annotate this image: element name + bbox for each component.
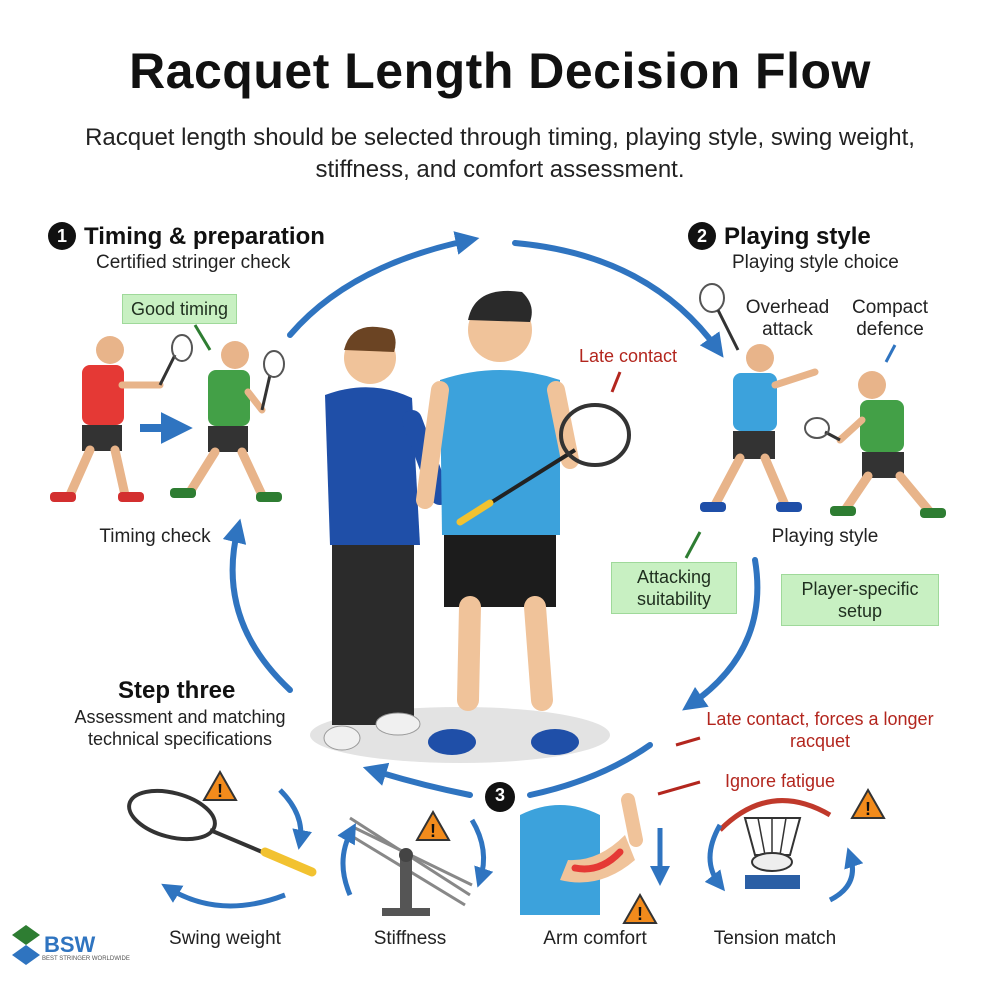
shuttlecock-icon xyxy=(743,817,802,889)
compact-defence-label: Compact defence xyxy=(851,297,929,340)
step-3-badge xyxy=(485,782,515,812)
warning-triangle-icon-3: ! xyxy=(622,892,658,924)
arm-comfort-icon xyxy=(520,793,643,915)
swing-arrow-2 xyxy=(161,883,286,909)
page-title: Racquet Length Decision Flow xyxy=(129,43,871,99)
tension-match-label: Tension match xyxy=(713,928,837,949)
late-longer-pointer xyxy=(675,736,701,747)
compact-pointer xyxy=(884,344,897,363)
step-1-number: 1 xyxy=(48,222,76,250)
logo-text: BSW xyxy=(44,932,96,957)
cycle-arrow-top-right xyxy=(512,240,724,358)
overhead-attack-label: Overhead attack xyxy=(745,297,830,340)
player-specific-setup-tag: Player-specific setup xyxy=(781,574,939,626)
player-green xyxy=(170,341,285,502)
attacking-suitability-tag: Attacking suitability xyxy=(611,562,737,614)
logo-mark-icon xyxy=(12,925,40,965)
swing-weight-label: Swing weight xyxy=(169,928,281,949)
coach-figure xyxy=(323,326,450,751)
late-contact-pointer xyxy=(610,371,622,393)
step-3-number: 3 xyxy=(494,785,505,805)
swing-arrow-1 xyxy=(278,788,313,850)
player-overhead xyxy=(699,283,819,512)
cycle-arrow-right xyxy=(682,557,761,711)
attacking-pointer xyxy=(684,531,702,559)
step-2-subtitle: Playing style choice xyxy=(732,252,899,273)
arm-comfort-label: Arm comfort xyxy=(543,928,647,949)
step-2-number: 2 xyxy=(688,222,716,250)
warning-triangle-icon-2: ! xyxy=(415,809,451,841)
late-contact-longer-warning: Late contact, forces a longer racquet xyxy=(706,709,934,751)
logo-tagline: BEST STRINGER WORLDWIDE xyxy=(42,956,130,962)
svg-text:!: ! xyxy=(865,799,871,819)
fatigue-pointer xyxy=(657,780,701,796)
step-1-subtitle: Certified stringer check xyxy=(96,252,291,273)
timing-check-caption: Timing check xyxy=(99,526,211,547)
stiffness-arrow-1 xyxy=(337,823,356,896)
cycle-arrow-left xyxy=(222,518,293,693)
step-2-title: Playing style xyxy=(724,223,871,250)
page-subtitle: Racquet length should be selected throug… xyxy=(85,124,915,183)
tension-arrow-blue-1 xyxy=(704,823,725,892)
step-1-title: Timing & preparation xyxy=(84,223,325,250)
svg-text:!: ! xyxy=(217,781,223,801)
good-timing-pointer xyxy=(193,324,212,351)
warning-triangle-icon-4: ! xyxy=(850,787,886,819)
ignore-fatigue-warning: Ignore fatigue xyxy=(724,771,836,791)
svg-text:!: ! xyxy=(430,821,436,841)
stiffness-arrow-2 xyxy=(469,818,494,888)
player-red xyxy=(50,334,193,502)
stiffness-icon xyxy=(344,816,473,916)
player-defence xyxy=(804,371,946,518)
tension-arrow-blue-2 xyxy=(828,847,864,903)
cycle-arrow-bottom-right xyxy=(527,742,653,798)
warning-triangle-icon-1: ! xyxy=(202,769,238,801)
cycle-arrow-bottom xyxy=(362,762,473,798)
step-3-subtitle: Assessment and matching technical specif… xyxy=(74,707,286,749)
good-timing-tag: Good timing xyxy=(122,294,238,324)
step-2-heading: 2 Playing style xyxy=(688,222,871,251)
step-1-heading: 1 Timing & preparation xyxy=(48,222,325,251)
stiffness-label: Stiffness xyxy=(373,928,447,949)
tension-arrow-red xyxy=(718,798,832,832)
player-blue-center xyxy=(416,290,631,755)
step-3-title: Step three xyxy=(118,677,236,704)
playing-style-caption: Playing style xyxy=(771,526,879,547)
swing-weight-racquet-icon xyxy=(127,788,317,877)
svg-text:!: ! xyxy=(637,904,643,924)
cycle-arrow-top-left xyxy=(287,231,480,338)
late-contact-label: Late contact xyxy=(578,346,678,366)
